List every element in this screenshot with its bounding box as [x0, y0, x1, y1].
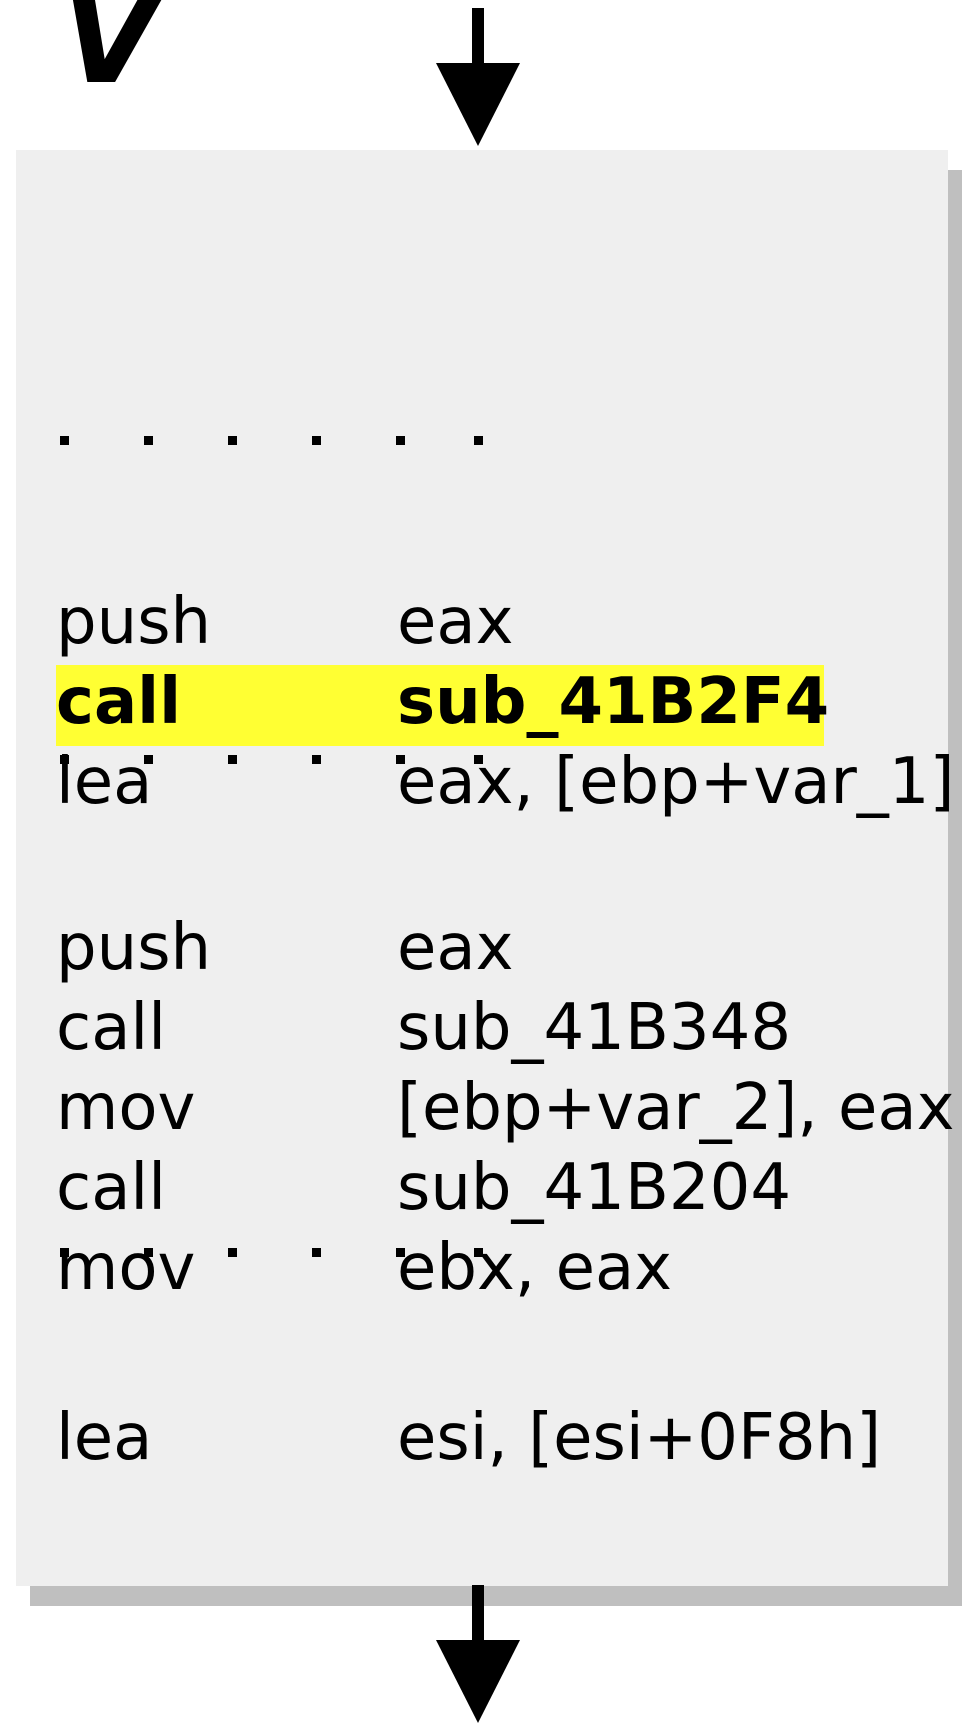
mnemonic: mov [56, 1071, 196, 1145]
instruction-row: lea eax, [ebp+var_1] [40, 742, 954, 822]
operand: sub_41B2F4 [397, 665, 830, 739]
ellipsis-dot [228, 755, 237, 764]
operand: ebx, eax [397, 1231, 673, 1305]
ellipsis-dot [144, 755, 153, 764]
ellipsis-dot [60, 1248, 69, 1257]
instruction-row: call sub_41B348 [40, 988, 940, 1068]
operand: eax, [ebp+var_1] [397, 745, 955, 819]
ellipsis-dot [396, 1248, 405, 1257]
outgoing-arrow [436, 1585, 520, 1723]
mnemonic: call [56, 1151, 166, 1225]
ellipsis-row [40, 1248, 940, 1288]
instruction-row: call sub_41B204 [40, 1148, 940, 1228]
mnemonic: push [56, 911, 212, 985]
incoming-arrow [436, 8, 520, 146]
ellipsis-dot [228, 1248, 237, 1257]
mnemonic: mov [56, 1231, 196, 1305]
ellipsis-dot [60, 436, 69, 445]
highlighted-instruction: call sub_41B2F4 [40, 662, 940, 746]
mnemonic: call [56, 991, 166, 1065]
instruction-row: mov ebx, eax [40, 1228, 940, 1308]
ellipsis-dot [396, 436, 405, 445]
ellipsis-dot [144, 1248, 153, 1257]
instruction-row: mov [ebp+var_2], eax [40, 1068, 954, 1148]
instruction-row: lea esi, [esi+0F8h] [40, 1398, 940, 1478]
instruction-row: push eax [40, 582, 940, 662]
operand: eax [397, 911, 514, 985]
ellipsis-dot [144, 436, 153, 445]
mnemonic: call [56, 665, 181, 739]
operand: esi, [esi+0F8h] [397, 1401, 882, 1475]
highlight-bar [56, 665, 824, 746]
ellipsis-dot [396, 755, 405, 764]
ellipsis-row [40, 436, 940, 476]
mnemonic: push [56, 585, 212, 659]
block-label: V [62, 0, 158, 112]
ellipsis-dot [474, 755, 483, 764]
ellipsis-dot [228, 436, 237, 445]
mnemonic: lea [56, 745, 153, 819]
ellipsis-row [40, 755, 940, 795]
operand: [ebp+var_2], eax [397, 1071, 955, 1145]
mnemonic: lea [56, 1401, 153, 1475]
operand: sub_41B348 [397, 991, 792, 1065]
ellipsis-dot [60, 755, 69, 764]
instruction-row: push eax [40, 908, 940, 988]
operand: sub_41B204 [397, 1151, 792, 1225]
ellipsis-dot [312, 1248, 321, 1257]
ellipsis-dot [312, 755, 321, 764]
operand: eax [397, 585, 514, 659]
ellipsis-dot [312, 436, 321, 445]
ellipsis-dot [474, 1248, 483, 1257]
ellipsis-dot [474, 436, 483, 445]
